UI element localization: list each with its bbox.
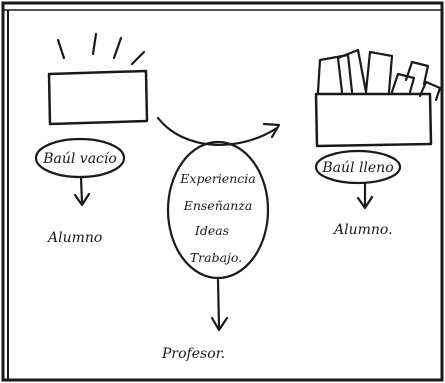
- ellipse-line-work: Trabajo.: [190, 250, 242, 265]
- sparkle-ray-4: [130, 50, 146, 66]
- sparkle-ray-1: [56, 38, 66, 60]
- transfer-arc: [156, 116, 279, 146]
- chest-item-4: [390, 72, 416, 94]
- left-student-label: Alumno: [46, 230, 102, 246]
- chest-item-5: [404, 60, 430, 86]
- ellipse-line-experience: Experiencia: [179, 171, 255, 186]
- empty-chest-group: Baúl vacío Alumno: [34, 32, 149, 246]
- full-chest-label: Baúl lleno: [321, 160, 393, 176]
- empty-chest-label: Baúl vacío: [42, 151, 117, 167]
- transfer-arc-head: [262, 122, 281, 139]
- knowledge-ellipse: [166, 140, 270, 280]
- empty-chest-box: [47, 69, 149, 126]
- chest-item-1: [316, 53, 354, 94]
- chest-item-6: [418, 80, 442, 102]
- full-chest-label-ellipse: [314, 149, 402, 185]
- right-arrow-head: [356, 195, 374, 210]
- chest-item-3: [364, 50, 394, 94]
- full-chest-group: Baúl lleno Alumno.: [314, 48, 442, 238]
- sparkle-ray-3: [112, 36, 123, 60]
- teacher-label: Profesor.: [161, 346, 225, 362]
- center-arrow-shaft: [216, 278, 221, 329]
- ellipse-line-teaching: Enseñanza: [183, 198, 253, 213]
- sparkle-ray-2: [91, 32, 98, 56]
- right-student-label: Alumno.: [332, 222, 393, 238]
- full-chest-box: [314, 92, 433, 148]
- ellipse-line-ideas: Ideas: [194, 223, 229, 238]
- center-arrow-head: [210, 316, 229, 332]
- center-group: Experiencia Enseñanza Ideas Trabajo. Pro…: [156, 116, 281, 362]
- left-arrow-shaft: [79, 175, 84, 205]
- chest-item-2: [336, 48, 368, 94]
- left-arrow-head: [73, 192, 91, 207]
